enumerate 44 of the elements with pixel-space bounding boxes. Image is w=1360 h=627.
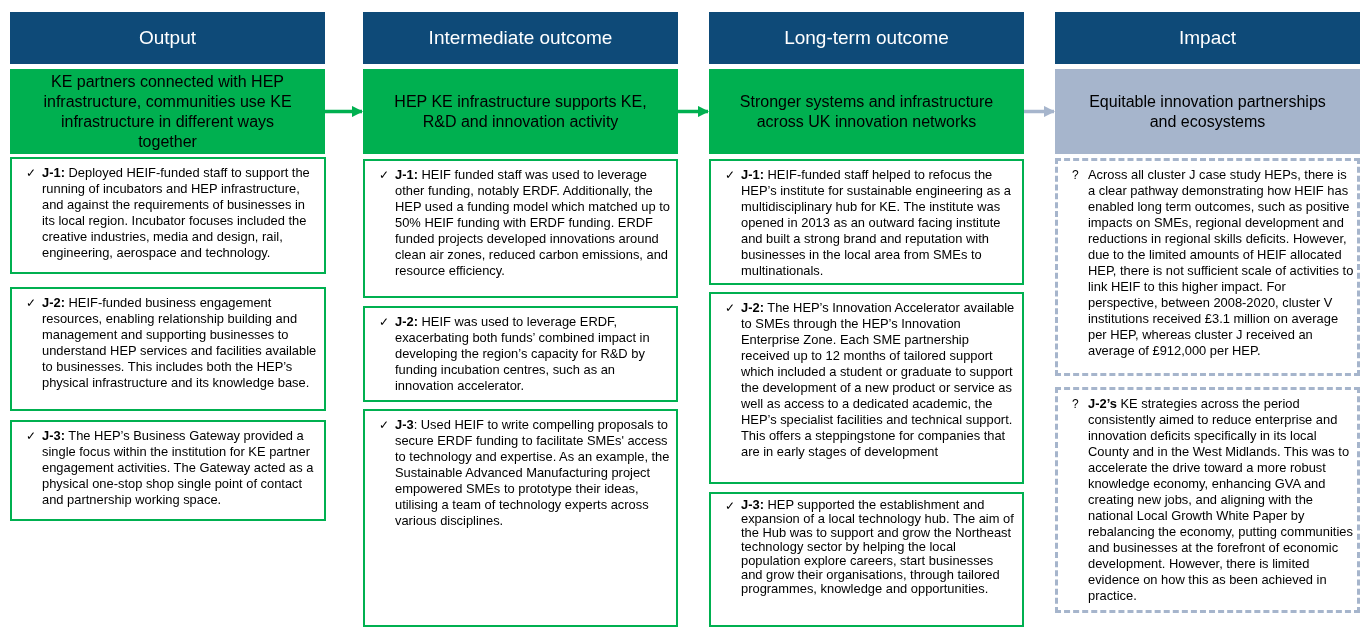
- check-mark: ✓: [26, 295, 36, 311]
- question-mark: ?: [1072, 396, 1079, 412]
- column-header: Output: [10, 12, 325, 64]
- arrow: [678, 105, 710, 118]
- arrow: [1024, 105, 1056, 118]
- evidence-card: [10, 420, 326, 521]
- question-mark: ?: [1072, 167, 1079, 183]
- check-mark: ✓: [26, 428, 36, 444]
- evidence-card: [363, 159, 678, 298]
- check-mark: ✓: [379, 417, 389, 433]
- evidence-text: J-1: HEIF funded staff was used to leverage other funding, notably ERDF. Additionally, the HEP used a funding model which matched up to 50% HEIF funding with ERDF funding. ERDF funded projects developed innovations around clean air zones, reduced carbon emissions, and resource efficiency.: [395, 167, 671, 279]
- evidence-text: J-1: Deployed HEIF-funded staff to support the running of incubators and HEP infrastructure, and against the requirements of businesses in its local region. Incubator focuses included the creative industries, media and design, rail, engineering, aerospace and technology.: [42, 165, 311, 261]
- evidence-card: [709, 159, 1024, 285]
- outcome-box: KE partners connected with HEP infrastructure, communities use KE infrastructure in different ways together: [10, 69, 325, 154]
- evidence-card: [709, 292, 1024, 484]
- evidence-text: J-2: HEIF-funded business engagement resources, enabling relationship building and management and supporting businesses to understand HEP services and facilities available to businesses. This includes both the HEP’s physical infrastructure and its knowledge base.: [42, 295, 318, 391]
- check-mark: ✓: [26, 165, 36, 181]
- evidence-text: J-3: HEP supported the establishment and expansion of a local technology hub. The aim of the Hub was to support and grow the Northeast technology sector by helping the local population explore careers, start businesses and grow their organisations, through tailored programmes, knowledge and opportunities.: [741, 498, 1015, 596]
- check-mark: ✓: [725, 498, 735, 514]
- evidence-text: J-2: HEIF was used to leverage ERDF, exacerbating both funds’ combined impact in developing the region’s capacity for R&D by funding incubation centres, such as an innovation accelerator.: [395, 314, 651, 394]
- column-header: Impact: [1055, 12, 1360, 64]
- evidence-card: [363, 409, 678, 627]
- evidence-text: J-1: HEIF-funded staff helped to refocus the HEP’s institute for sustainable engineering as a multidisciplinary hub for KE. The institute was opened in 2013 as an outward facing institute and built a strong brand and reputation with businesses in the local area from SMEs to multinationals.: [741, 167, 1012, 279]
- evidence-text: J-2’s KE strategies across the period consistently aimed to reduce enterprise and innovation deficits specifically in its local County and in the West Midlands. This was to accelerate the drive toward a more robust knowledge economy, enhancing GVA and creating new jobs, and aligning with the national Local Growth White Paper by rebalancing the economy, putting communities and businesses at the forefront of economic development. However, there is limited evidence on how this as been achieved in practice.: [1088, 396, 1354, 604]
- evidence-card: [363, 306, 678, 402]
- uncertain-evidence-card: [1055, 387, 1360, 613]
- check-mark: ✓: [379, 167, 389, 183]
- check-mark: ✓: [725, 167, 735, 183]
- outcome-box: Stronger systems and infrastructure across UK innovation networks: [709, 69, 1024, 154]
- outcome-box: HEP KE infrastructure supports KE, R&D and innovation activity: [363, 69, 678, 154]
- arrow: [325, 105, 364, 118]
- evidence-card: [10, 287, 326, 411]
- check-mark: ✓: [379, 314, 389, 330]
- evidence-text: J-2: The HEP’s Innovation Accelerator available to SMEs through the HEP’s Innovation Enterprise Zone. Each SME partnership received up to 12 months of tailored support which included a student or graduate to support the development of a new product or service as well as access to a dedicated academic, the HEP’s specialist facilities and technical support. This offers a steppingstone for companies that are in early stages of development: [741, 300, 1016, 460]
- check-mark: ✓: [725, 300, 735, 316]
- column-header: Long-term outcome: [709, 12, 1024, 64]
- evidence-card: [709, 492, 1024, 627]
- column-header: Intermediate outcome: [363, 12, 678, 64]
- evidence-card: [10, 157, 326, 274]
- evidence-text: J-3: Used HEIF to write compelling proposals to secure ERDF funding to facilitate SMEs' access to technology and expertise. As an example, the Sustainable Advanced Manufacturing project empowered SMEs to prototype their ideas, utilising a team of technology experts across various disciplines.: [395, 417, 671, 529]
- impact-box: Equitable innovation partnerships and ecosystems: [1055, 69, 1360, 154]
- evidence-text: J-3: The HEP’s Business Gateway provided a single focus within the institution for KE partner engagement activities. The Gateway acted as a physical one-stop shop single point of contact and partnership working space.: [42, 428, 315, 508]
- evidence-text: Across all cluster J case study HEPs, there is a clear pathway demonstrating how HEIF has enabled long term outcomes, such as positive impacts on SMEs, regional development and reductions in regional skills deficits. However, due to the limited amounts of HEIF allocated HEP, there is not sufficient scale of activities to link HEIF to this higher impact. For perspective, between 2008-2020, cluster V institutions received £3.1 million on average per HEP, whereas cluster J received an average of £912,000 per HEP.: [1088, 167, 1355, 359]
- uncertain-evidence-card: [1055, 158, 1360, 376]
